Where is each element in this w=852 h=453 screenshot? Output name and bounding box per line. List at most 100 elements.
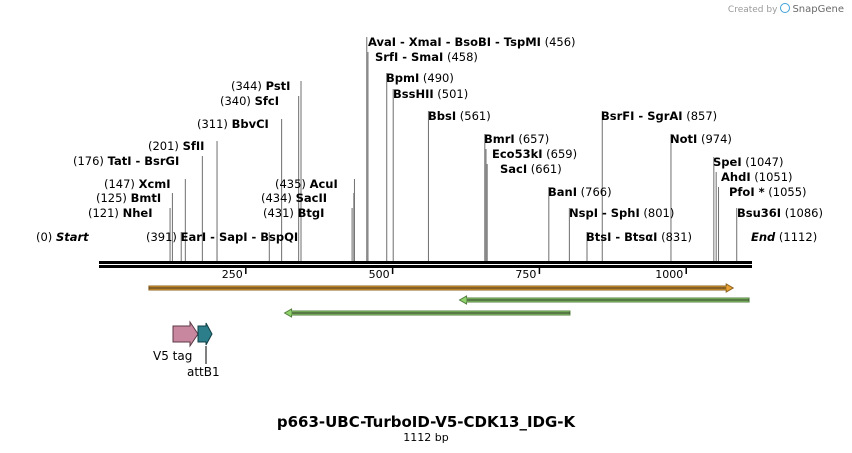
cut-site-657-label: BmrI (657): [484, 132, 549, 146]
cut-site-458-enzyme-name: SrfI - SmaI: [375, 50, 443, 64]
cut-site-431-enzyme-name: BtgI: [298, 206, 325, 220]
cut-site-176-position: (176): [73, 154, 108, 168]
cut-site-labels: (0) Start(121) NheI(125) BmtI(147) XcmI(…: [36, 35, 823, 244]
cut-site-391-position: (391): [146, 230, 181, 244]
cut-site-1051-label: AhdI (1051): [721, 170, 793, 184]
cut-site-1047-enzyme-name: SpeI: [713, 155, 742, 169]
cut-site-657-enzyme-name: BmrI: [484, 132, 515, 146]
cut-site-659-position: (659): [543, 147, 578, 161]
cut-site-458-position: (458): [443, 50, 478, 64]
cut-site-0-label: (0) Start: [36, 230, 89, 244]
cut-site-766-enzyme-name: BanI: [548, 185, 577, 199]
cut-site-490-label: BpmI (490): [386, 71, 454, 85]
cut-site-121-label: (121) NheI: [88, 206, 152, 220]
cut-site-490-enzyme-name: BpmI: [386, 71, 419, 85]
cut-site-974-label: NotI (974): [670, 132, 732, 146]
cut-site-490-position: (490): [419, 71, 454, 85]
cut-site-125-label: (125) BmtI: [96, 191, 161, 205]
cut-site-147-position: (147): [104, 177, 139, 191]
cut-site-121-enzyme-name: NheI: [123, 206, 153, 220]
watermark-brand: SnapGene: [792, 4, 844, 15]
cut-site-831-enzyme-name: BtsI - BtsαI: [586, 230, 657, 244]
cut-site-1112-position: (1112): [775, 230, 817, 244]
cut-site-201-label: (201) SfII: [148, 139, 204, 153]
cut-site-344-position: (344): [231, 79, 266, 93]
cut-site-857-enzyme-name: BsrFI - SgrAI: [601, 109, 683, 123]
cut-site-456-label: AvaI - XmaI - BsoBI - TspMI (456): [368, 35, 576, 49]
cut-site-391-label: (391) EarI - SapI - BspQI: [146, 230, 298, 244]
cut-site-1086-enzyme-name: Bsu36I: [737, 206, 781, 220]
backbone-top-strand: [99, 261, 752, 264]
cut-site-1055-enzyme-name: PfoI *: [729, 185, 765, 199]
cut-site-434-position: (434): [261, 191, 296, 205]
cut-site-1086-position: (1086): [781, 206, 823, 220]
tick-label-750: 750: [515, 268, 536, 281]
cut-site-434-enzyme-name: SacII: [296, 191, 327, 205]
cut-site-1112-enzyme-name: End: [751, 230, 776, 244]
sequence-backbone: [99, 261, 752, 268]
feature-attb1[interactable]: [197, 322, 213, 346]
cut-site-344-label: (344) PstI: [231, 79, 290, 93]
cut-site-176-enzyme-name: TatI - BsrGI: [108, 154, 180, 168]
cut-site-501-enzyme-name: BssHII: [393, 87, 434, 101]
cut-site-147-enzyme-name: XcmI: [139, 177, 171, 191]
snapgene-watermark: Created by SnapGene: [728, 3, 844, 15]
cut-site-435-position: (435): [275, 177, 310, 191]
cut-site-391-enzyme-name: EarI - SapI - BspQI: [181, 230, 299, 244]
cut-site-501-position: (501): [434, 87, 469, 101]
cut-site-456-position: (456): [541, 35, 576, 49]
tick-label-1000: 1000: [655, 268, 683, 281]
cut-site-1047-label: SpeI (1047): [713, 155, 784, 169]
cut-site-456-enzyme-name: AvaI - XmaI - BsoBI - TspMI: [368, 35, 541, 49]
cut-site-431-label: (431) BtgI: [263, 206, 324, 220]
cut-site-801-enzyme-name: NspI - SphI: [569, 206, 640, 220]
cut-site-801-position: (801): [640, 206, 675, 220]
snapgene-logo-icon: [780, 3, 791, 13]
cut-site-1051-enzyme-name: AhdI: [721, 170, 751, 184]
cut-site-458-label: SrfI - SmaI (458): [375, 50, 478, 64]
cut-site-661-label: SacI (661): [500, 162, 562, 176]
cut-site-659-enzyme-name: Eco53kI: [492, 147, 543, 161]
cut-site-125-enzyme-name: BmtI: [131, 191, 162, 205]
cut-site-1055-label: PfoI * (1055): [729, 185, 807, 199]
tick-label-500: 500: [369, 268, 390, 281]
cut-site-431-position: (431): [263, 206, 298, 220]
feature-v5-tag[interactable]: [172, 320, 199, 348]
cut-site-661-position: (661): [527, 162, 562, 176]
cut-site-311-label: (311) BbvCI: [197, 117, 269, 131]
cut-site-leaders: [169, 37, 738, 261]
cut-site-1051-position: (1051): [751, 170, 793, 184]
cut-site-974-position: (974): [697, 132, 732, 146]
cut-site-121-position: (121): [88, 206, 123, 220]
cut-site-831-label: BtsI - BtsαI (831): [586, 230, 692, 244]
cut-site-201-enzyme-name: SfII: [183, 139, 205, 153]
cut-site-831-position: (831): [657, 230, 692, 244]
feature-v5-tag-label: V5 tag: [153, 349, 192, 363]
cut-site-344-enzyme-name: PstI: [266, 79, 291, 93]
cut-site-766-position: (766): [577, 185, 612, 199]
backbone-bottom-strand: [99, 265, 752, 268]
cut-site-501-label: BssHII (501): [393, 87, 468, 101]
cut-site-435-label: (435) AcuI: [275, 177, 338, 191]
cut-site-434-label: (434) SacII: [261, 191, 327, 205]
cut-site-311-enzyme-name: BbvCI: [232, 117, 269, 131]
cut-site-125-position: (125): [96, 191, 131, 205]
cut-site-766-label: BanI (766): [548, 185, 612, 199]
cut-site-1047-position: (1047): [742, 155, 784, 169]
cut-site-561-position: (561): [456, 109, 491, 123]
watermark-prefix: Created by: [727, 5, 778, 15]
cut-site-974-enzyme-name: NotI: [670, 132, 697, 146]
cut-site-340-label: (340) SfcI: [220, 94, 279, 108]
cut-site-201-position: (201): [148, 139, 183, 153]
cut-site-659-label: Eco53kI (659): [492, 147, 577, 161]
cut-site-561-enzyme-name: BbsI: [428, 109, 456, 123]
cut-site-801-label: NspI - SphI (801): [569, 206, 674, 220]
cut-site-340-position: (340): [220, 94, 255, 108]
plasmid-length: 1112 bp: [403, 431, 448, 444]
cut-site-857-label: BsrFI - SgrAI (857): [601, 109, 717, 123]
cut-site-857-position: (857): [683, 109, 718, 123]
cut-site-661-enzyme-name: SacI: [500, 162, 527, 176]
